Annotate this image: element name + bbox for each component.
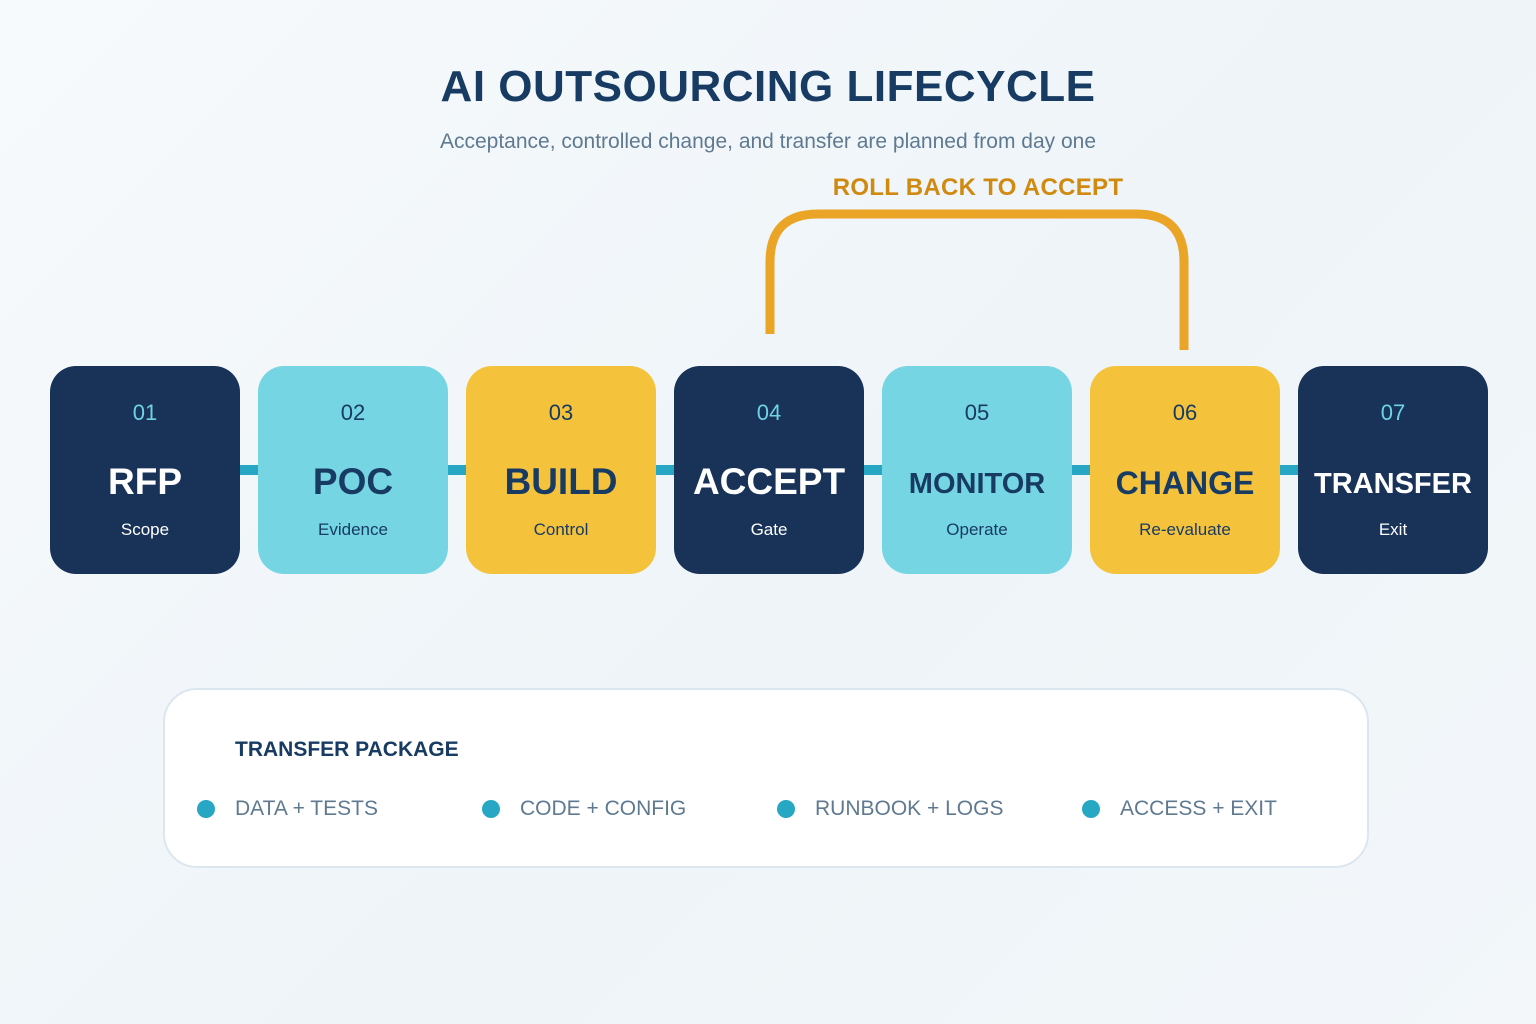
stage-rfp: 01 RFP Scope [50,366,240,574]
stage-connector [1278,465,1300,475]
stage-name: BUILD [504,461,618,502]
stage-accept: 04 ACCEPT Gate [674,366,864,574]
stage-subtitle: Control [533,520,589,539]
stage-change: 06 CHANGE Re-evaluate [1090,366,1280,574]
stage-number: 07 [1380,400,1406,425]
page-title: AI OUTSOURCING LIFECYCLE [440,62,1096,111]
stage-number: 01 [132,400,158,425]
stage-name: MONITOR [908,468,1046,500]
stage-connector [862,465,884,475]
stage-build: 03 BUILD Control [466,366,656,574]
page-subtitle: Acceptance, controlled change, and trans… [439,130,1097,153]
package-item-label: ACCESS + EXIT [1120,797,1277,820]
package-item-label: DATA + TESTS [235,797,378,820]
stage-number: 05 [964,400,990,425]
stage-number: 03 [548,400,574,425]
stage-number: 06 [1172,400,1198,425]
stage-connector [446,465,468,475]
stage-connector [238,465,260,475]
bullet-dot-icon [197,800,215,818]
stage-connector [1070,465,1092,475]
stage-subtitle: Scope [120,520,170,539]
bullet-dot-icon [482,800,500,818]
stage-connector [654,465,676,475]
stage-subtitle: Re-evaluate [1139,520,1231,539]
package-item-label: CODE + CONFIG [520,797,687,820]
bullet-dot-icon [1082,800,1100,818]
package-item-label: RUNBOOK + LOGS [815,797,1004,820]
stage-subtitle: Operate [946,520,1008,539]
stage-number: 02 [340,400,366,425]
rollback-loop-path [765,209,1189,350]
transfer-package-card: TRANSFER PACKAGE DATA + TESTS CODE + CON… [163,688,1369,868]
stage-name: TRANSFER [1314,468,1472,500]
stage-monitor: 05 MONITOR Operate [882,366,1072,574]
bullet-dot-icon [777,800,795,818]
stage-name: RFP [108,461,182,502]
stage-subtitle: Evidence [318,520,388,539]
stage-name: POC [312,461,394,502]
transfer-package-title: TRANSFER PACKAGE [235,738,459,761]
stage-name: ACCEPT [692,461,846,502]
stage-poc: 02 POC Evidence [258,366,448,574]
stage-transfer: 07 TRANSFER Exit [1298,366,1488,574]
stage-subtitle: Gate [750,520,788,539]
stage-subtitle: Exit [1378,520,1408,539]
rollback-loop-label: ROLL BACK TO ACCEPT [832,174,1124,201]
stage-number: 04 [756,400,782,425]
stage-name: CHANGE [1115,465,1255,501]
